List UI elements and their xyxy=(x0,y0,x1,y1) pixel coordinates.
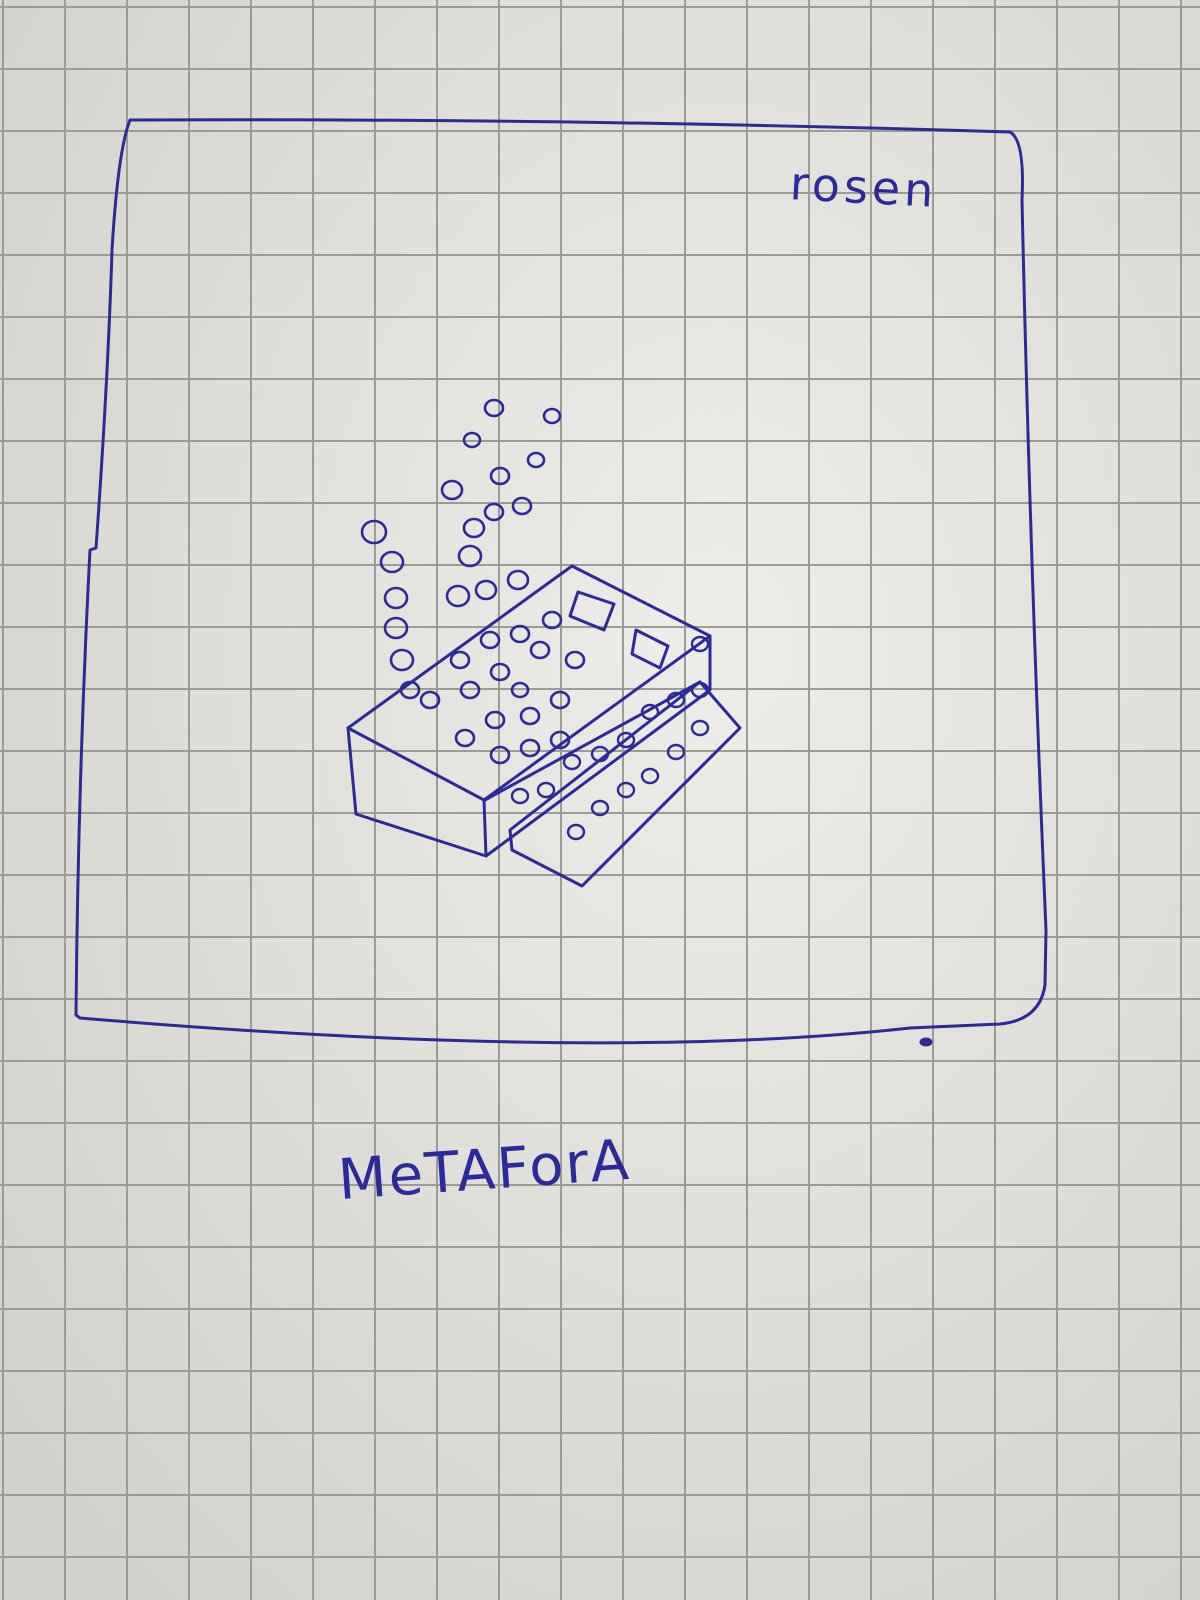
lower-sponge-outline xyxy=(508,680,742,888)
sponge-with-bubbles-icon xyxy=(346,398,742,888)
upper-sponge-front xyxy=(346,726,488,858)
upper-sponge-top xyxy=(346,564,712,802)
ink-dot xyxy=(919,1037,933,1047)
corner-handwritten-word: rosen xyxy=(788,156,939,218)
upper-sponge-side xyxy=(484,634,712,858)
hand-drawn-frame xyxy=(74,118,1048,1045)
lower-sponge-top-edge xyxy=(483,680,702,802)
sponge-rectangle-mark xyxy=(568,590,616,632)
side-pores xyxy=(510,635,710,841)
sponge-pores xyxy=(399,610,586,765)
rising-bubbles xyxy=(360,398,562,672)
sponge-rectangle-mark xyxy=(630,628,670,670)
